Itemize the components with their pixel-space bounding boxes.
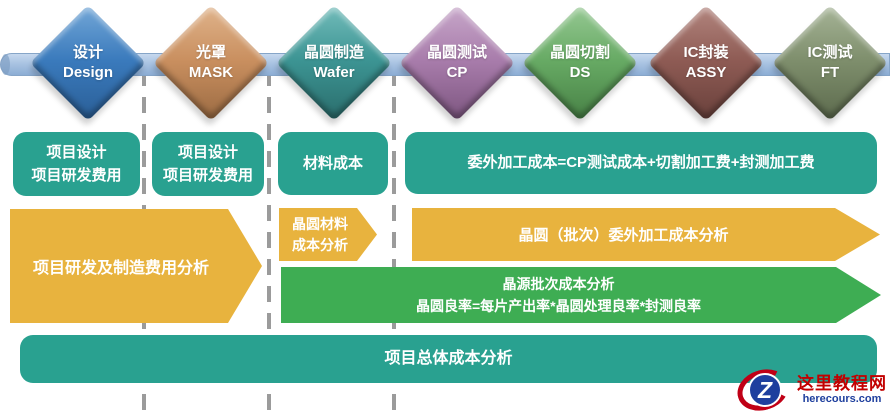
rd-mfg-analysis-arrow: 项目研发及制造费用分析 — [10, 209, 262, 323]
stage-cp-zh: 晶圆测试 — [426, 43, 487, 61]
stage-ft-en: FT — [820, 64, 840, 81]
section-divider-mask-wafer — [267, 70, 271, 414]
stage-ft-label: IC测试 FT — [772, 5, 888, 121]
rd-mfg-analysis-label: 项目研发及制造费用分析 — [32, 260, 209, 277]
section-divider-wafer-backend — [392, 70, 396, 414]
wafer-material-line2: 成本分析 — [292, 236, 348, 253]
wafer-material-analysis-arrow: 晶圆材料 成本分析 — [279, 208, 377, 261]
stage-design-en: Design — [62, 64, 113, 81]
stage-ft: IC测试 FT — [772, 5, 888, 121]
material-cost-label: 材料成本 — [302, 154, 363, 172]
stage-wafer-en: Wafer — [313, 64, 355, 81]
batch-cost-line2: 晶圆良率=每片产出率*晶圆处理良率*封测良率 — [415, 298, 702, 314]
mask-cost-box: 项目设计 项目研发费用 — [152, 132, 264, 196]
design-cost-line2: 项目研发费用 — [31, 167, 122, 184]
stage-mask-label: 光罩 MASK — [153, 5, 269, 121]
watermark-site-url: herecours.com — [802, 393, 882, 406]
wafer-material-line1: 晶圆材料 — [292, 215, 348, 232]
total-cost-analysis-label: 项目总体成本分析 — [384, 349, 513, 367]
batch-outsourcing-analysis-arrow: 晶圆（批次）委外加工成本分析 — [412, 208, 880, 261]
stage-ds-label: 晶圆切割 DS — [522, 5, 638, 121]
stage-mask: 光罩 MASK — [153, 5, 269, 121]
stage-wafer: 晶圆制造 Wafer — [276, 5, 392, 121]
total-cost-analysis-box: 项目总体成本分析 — [20, 335, 877, 383]
stage-mask-en: MASK — [188, 64, 234, 81]
stage-design-zh: 设计 — [72, 43, 103, 61]
material-cost-box: 材料成本 — [278, 132, 388, 195]
stage-ds-zh: 晶圆切割 — [549, 43, 610, 61]
mask-cost-line2: 项目研发费用 — [162, 167, 253, 184]
design-cost-line1: 项目设计 — [46, 143, 107, 161]
stage-mask-zh: 光罩 — [195, 43, 226, 61]
stage-cp-label: 晶圆测试 CP — [399, 5, 515, 121]
stage-assy-label: IC封装 ASSY — [648, 5, 764, 121]
watermark-site-name: 这里教程网 — [797, 373, 887, 393]
stage-design-label: 设计 Design — [30, 5, 146, 121]
stage-ds: 晶圆切割 DS — [522, 5, 638, 121]
stage-assy: IC封装 ASSY — [648, 5, 764, 121]
batch-outsourcing-label: 晶圆（批次）委外加工成本分析 — [518, 227, 729, 244]
watermark-text: 这里教程网 herecours.com — [797, 374, 889, 406]
outsourcing-formula-label: 委外加工成本=CP测试成本+切割加工费+封测加工费 — [467, 154, 815, 172]
stage-ft-zh: IC测试 — [807, 43, 853, 61]
watermark-logo-letter: Z — [757, 376, 773, 403]
stage-design: 设计 Design — [30, 5, 146, 121]
stage-wafer-label: 晶圆制造 Wafer — [276, 5, 392, 121]
watermark-logo-icon: Z — [732, 362, 794, 414]
stage-assy-zh: IC封装 — [683, 43, 729, 61]
outsourcing-formula-box: 委外加工成本=CP测试成本+切割加工费+封测加工费 — [405, 132, 877, 194]
stage-wafer-zh: 晶圆制造 — [303, 43, 364, 61]
stage-assy-en: ASSY — [685, 64, 727, 81]
batch-cost-line1: 晶源批次成本分析 — [502, 275, 615, 292]
stage-cp: 晶圆测试 CP — [399, 5, 515, 121]
stage-ds-en: DS — [569, 64, 591, 81]
mask-cost-line1: 项目设计 — [177, 143, 238, 161]
batch-cost-analysis-arrow: 晶源批次成本分析 晶圆良率=每片产出率*晶圆处理良率*封测良率 — [281, 267, 881, 323]
design-cost-box: 项目设计 项目研发费用 — [13, 132, 140, 196]
site-watermark: Z 这里教程网 herecours.com — [732, 362, 889, 414]
watermark-z-badge-icon: Z — [748, 373, 782, 407]
stage-cp-en: CP — [446, 64, 468, 81]
